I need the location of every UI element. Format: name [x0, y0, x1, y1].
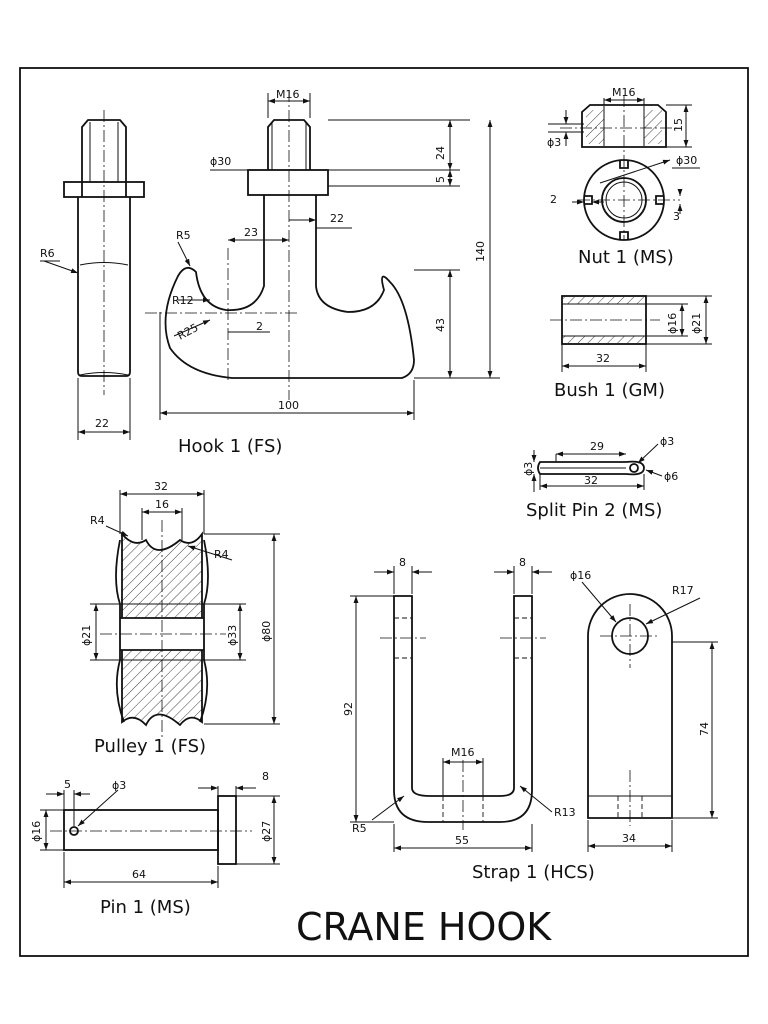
pulley-view [90, 490, 280, 740]
strap-h92-dim: 92 [342, 702, 355, 716]
pulley-r4-left-dim: R4 [90, 514, 105, 527]
split-pin-l29-dim: 29 [590, 440, 604, 453]
strap-side-view [581, 581, 718, 852]
pin-l64-dim: 64 [132, 868, 146, 881]
nut-d30-dim: ϕ30 [676, 154, 697, 167]
pin-d27-dim: ϕ27 [260, 821, 273, 842]
bush-view [550, 295, 712, 372]
hook-m16-dim: M16 [276, 88, 300, 101]
split-pin-d3-left-dim: ϕ3 [522, 462, 535, 476]
hook-side-w22: 22 [95, 417, 109, 430]
hook-r5-dim: R5 [176, 229, 191, 242]
hook-d30-dim: ϕ30 [210, 155, 231, 168]
strap-side-d16-dim: ϕ16 [570, 569, 591, 582]
strap-front-view [350, 566, 553, 852]
split-pin-label: Split Pin 2 (MS) [526, 500, 662, 521]
strap-t8-right-dim: 8 [519, 556, 526, 569]
pulley-label: Pulley 1 (FS) [94, 736, 206, 757]
pin-d3-dim: ϕ3 [112, 779, 126, 792]
pulley-d33-dim: ϕ33 [226, 625, 239, 646]
nut-s2-dim: 2 [550, 193, 557, 206]
hook-w23-dim: 23 [244, 226, 258, 239]
pulley-r4-right-dim: R4 [214, 548, 229, 561]
hook-h5-dim: 5 [434, 176, 447, 183]
hook-side-r6: R6 [40, 247, 55, 260]
nut-m16-dim: M16 [612, 86, 636, 99]
strap-r13-dim: R13 [554, 806, 576, 819]
pulley-d80-dim: ϕ80 [260, 621, 273, 642]
split-pin-d3-top-dim: ϕ3 [660, 435, 674, 448]
hook-h24-dim: 24 [434, 146, 447, 160]
pin-label: Pin 1 (MS) [100, 897, 191, 918]
strap-w55-dim: 55 [455, 834, 469, 847]
pin-p5-dim: 5 [64, 778, 71, 791]
strap-m16-dim: M16 [451, 746, 475, 759]
strap-t8-left-dim: 8 [399, 556, 406, 569]
nut-view [548, 95, 700, 241]
hook-w100-dim: 100 [278, 399, 299, 412]
strap-side-h74-dim: 74 [698, 722, 711, 736]
split-pin-l32-dim: 32 [584, 474, 598, 487]
hook-gap2-dim: 2 [256, 320, 263, 333]
hook-label: Hook 1 (FS) [178, 436, 282, 457]
bush-l32-dim: 32 [596, 352, 610, 365]
hook-h140-dim: 140 [474, 241, 487, 262]
strap-side-w34-dim: 34 [622, 832, 636, 845]
drawing-title: CRANE HOOK [296, 905, 552, 949]
hook-front-view [145, 90, 415, 400]
drawing-border [19, 67, 749, 957]
pin-d16-dim: ϕ16 [30, 821, 43, 842]
hook-dimension-lines [159, 93, 500, 420]
hook-r25-dim: R25 [175, 321, 200, 343]
bush-d16-dim: ϕ16 [666, 313, 679, 334]
pin-view [40, 785, 280, 888]
hook-h43-dim: 43 [434, 318, 447, 332]
nut-s3-dim: 3 [673, 210, 680, 223]
hook-w22-dim: 22 [330, 212, 344, 225]
pin-s8-dim: 8 [262, 770, 269, 783]
nut-label: Nut 1 (MS) [578, 247, 674, 268]
nut-d3-dim: ϕ3 [547, 136, 561, 149]
strap-side-r17-dim: R17 [672, 584, 694, 597]
bush-label: Bush 1 (GM) [554, 380, 665, 401]
hook-side-view [40, 110, 145, 440]
nut-h15-dim: 15 [672, 118, 685, 132]
split-pin-d6-dim: ϕ6 [664, 470, 678, 483]
strap-r5-dim: R5 [352, 822, 367, 835]
bush-d21-dim: ϕ21 [690, 313, 703, 334]
pulley-d21-dim: ϕ21 [80, 625, 93, 646]
pulley-w32-dim: 32 [154, 480, 168, 493]
strap-label: Strap 1 (HCS) [472, 862, 595, 883]
split-pin-view [531, 443, 663, 492]
pulley-w16-dim: 16 [155, 498, 169, 511]
hook-r12-dim: R12 [172, 294, 194, 307]
